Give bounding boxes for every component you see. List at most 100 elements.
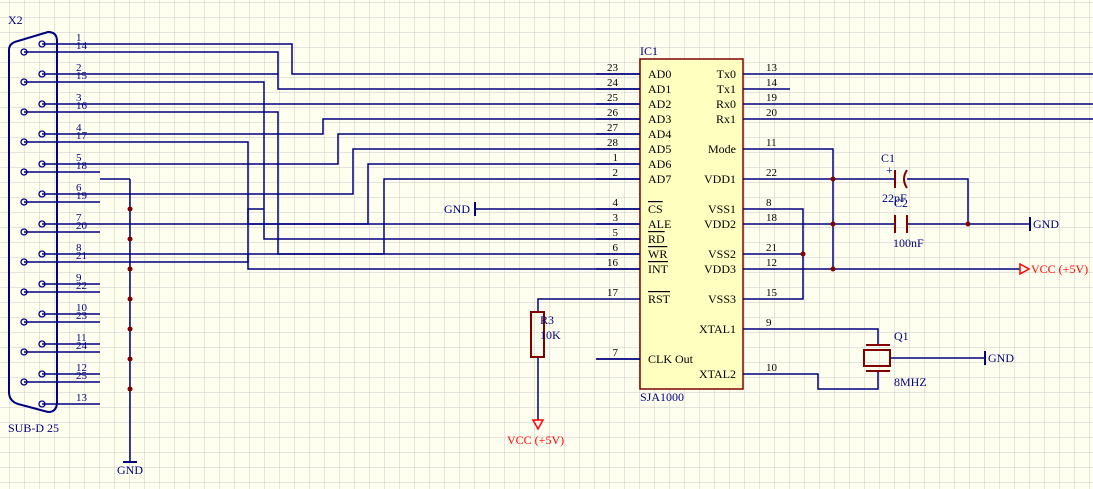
- ic-pin-number: 13: [766, 62, 778, 74]
- crystal-q1[interactable]: Q1 8MHZ: [863, 329, 927, 389]
- wire-ale: [100, 51, 279, 74]
- connector-pin-number: 20: [76, 220, 88, 232]
- ic-pin-name: VDD3: [704, 262, 736, 276]
- ic-pin-number: 14: [766, 77, 778, 89]
- gnd-symbol-connector: GND: [117, 461, 143, 477]
- ic-pin-number: 11: [766, 137, 777, 149]
- ic-pin-name: VSS1: [708, 202, 736, 216]
- wire-pin21: [100, 254, 249, 263]
- ic-pin-name: CLK Out: [648, 352, 694, 366]
- ic-pin-number: 5: [613, 227, 619, 239]
- ic-pin-number: 17: [607, 287, 619, 299]
- ic-body: [639, 58, 744, 390]
- connector-pin-number: 8: [76, 242, 82, 254]
- ic-pin-name: ALE: [648, 217, 671, 231]
- ic-pin-number: 7: [613, 347, 619, 359]
- ic-pin-name: Tx0: [717, 67, 736, 81]
- connector-pin-number: 18: [76, 160, 88, 172]
- connector-pin-number: 17: [76, 130, 88, 142]
- vcc-symbol-vdd: VCC (+5V): [1019, 262, 1088, 276]
- ic-pin-name: Mode: [708, 142, 736, 156]
- ic-pin-name: CS: [648, 202, 663, 216]
- ic-pin-number: 16: [607, 257, 619, 269]
- ic-pin-number: 21: [766, 242, 777, 254]
- wire-wr: [100, 111, 640, 255]
- gnd-label-cs: GND: [444, 202, 470, 216]
- ic-pin-name: AD0: [648, 67, 671, 81]
- ic-pin-number: 9: [766, 317, 772, 329]
- capacitor-c1[interactable]: C1 + 22pF: [881, 151, 908, 205]
- ic-pin-name: AD7: [648, 172, 671, 186]
- c1-value: 22pF: [882, 191, 907, 205]
- connector-pin-number: 19: [76, 190, 88, 202]
- ic-pin-number: 2: [613, 167, 619, 179]
- ic-part-label: SJA1000: [640, 390, 684, 404]
- connector-pin-number: 25: [76, 370, 88, 382]
- gnd-symbol-crystal: GND: [984, 351, 1014, 365]
- ic-pin-number: 23: [607, 62, 619, 74]
- wire-mode: [790, 148, 834, 269]
- wire-ad1: [100, 73, 640, 90]
- ic-pin-name: VDD1: [704, 172, 736, 186]
- connector-pins: 1234567891011121314151617181920212223242…: [20, 32, 100, 408]
- connector-pin-number: 1: [76, 32, 82, 44]
- right-side-wires: [537, 73, 1093, 420]
- q1-ref: Q1: [894, 329, 909, 343]
- connector-pin-number: 21: [76, 250, 87, 262]
- ic-pin-number: 27: [607, 122, 619, 134]
- ic-pin-name: VDD2: [704, 217, 736, 231]
- connector-x2[interactable]: X2 SUB-D 25 1234567891011121314151617181…: [8, 13, 100, 435]
- q1-value: 8MHZ: [894, 375, 927, 389]
- wire-xtal2: [790, 371, 879, 390]
- ic-pin-number: 1: [613, 152, 619, 164]
- ic-pin-name: VSS3: [708, 292, 736, 306]
- wire-rst: [537, 298, 596, 312]
- wire-xtal1: [790, 328, 879, 345]
- ic-pin-name: XTAL2: [699, 367, 736, 381]
- ic-pin-number: 12: [766, 257, 777, 269]
- ic-pin-name: INT: [648, 262, 669, 276]
- ic-pin-name: Rx1: [716, 112, 736, 126]
- r3-ref: R3: [540, 313, 554, 327]
- connector-pin-number: 22: [76, 280, 87, 292]
- ic-pin-number: 20: [766, 107, 778, 119]
- connector-pin-number: 9: [76, 272, 82, 284]
- ic-right-pins: 13Tx014Tx119Rx020Rx111Mode22VDD18VSS118V…: [699, 62, 790, 381]
- connector-pin-number: 16: [76, 100, 88, 112]
- ic-pin-number: 28: [607, 137, 619, 149]
- ic-pin-name: WR: [648, 247, 667, 261]
- ic-pin-number: 6: [613, 242, 619, 254]
- junction-dots: [127, 176, 971, 392]
- gnd-label-caps: GND: [1033, 217, 1059, 231]
- ic-pin-name: AD3: [648, 112, 671, 126]
- ic-pin-number: 18: [766, 212, 778, 224]
- ic-pin-number: 25: [607, 92, 619, 104]
- connector-pin-number: 10: [76, 302, 88, 314]
- gnd-symbol-cs: GND: [444, 202, 476, 216]
- ic-pin-name: AD1: [648, 82, 671, 96]
- ic-pin-name: AD6: [648, 157, 671, 171]
- ic-pin-name: RST: [648, 292, 671, 306]
- wire-int: [100, 141, 640, 270]
- connector-part-label: SUB-D 25: [8, 421, 59, 435]
- gnd-label-connector: GND: [117, 463, 143, 477]
- vcc-symbol-r3: VCC (+5V): [507, 419, 564, 447]
- wire-ad7: [100, 178, 640, 255]
- ic-pin-number: 19: [766, 92, 778, 104]
- connector-pin-number: 24: [76, 340, 88, 352]
- wire-ad3: [100, 118, 640, 135]
- capacitor-c2[interactable]: C2 100nF: [893, 196, 924, 250]
- wire-ad6: [100, 163, 640, 225]
- ic-pin-number: 15: [766, 287, 778, 299]
- connector-pin-number: 12: [76, 362, 87, 374]
- ic-pin-number: 8: [766, 197, 772, 209]
- resistor-r3[interactable]: R3 10K: [530, 311, 561, 358]
- connector-pin-number: 14: [76, 40, 88, 52]
- ic-pin-number: 4: [613, 197, 619, 209]
- r3-value: 10K: [540, 328, 561, 342]
- connector-pin-number: 23: [76, 310, 88, 322]
- connector-pin-number: 5: [76, 152, 82, 164]
- connector-pin-number: 6: [76, 182, 82, 194]
- c1-plus: +: [886, 163, 893, 177]
